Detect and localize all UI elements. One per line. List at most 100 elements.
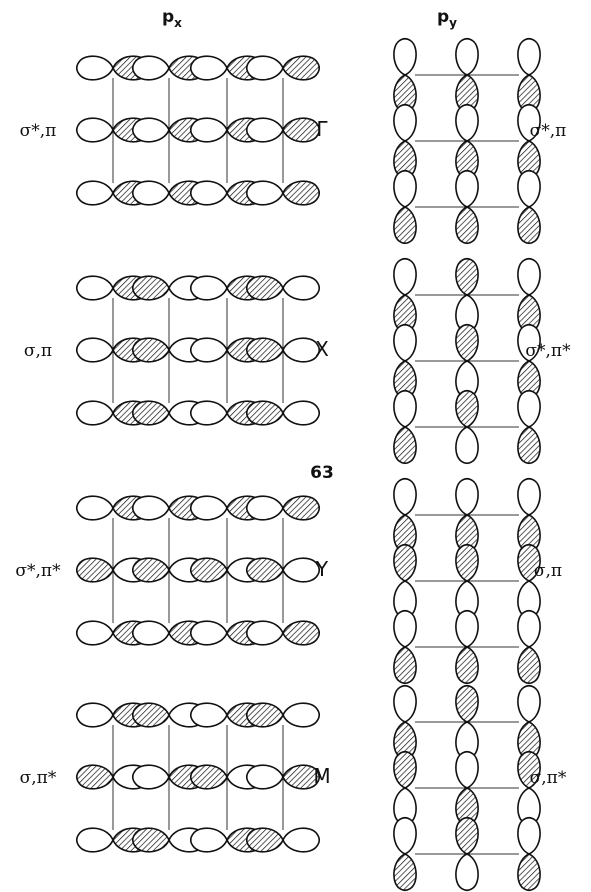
px-orbital-lobe xyxy=(189,117,228,143)
py-orbital-lobe xyxy=(393,37,417,76)
px-orbital-lobe xyxy=(282,400,321,426)
py-orbital-lobe xyxy=(393,206,417,245)
px-orbital-lobe xyxy=(131,275,170,301)
px-orbital-lobe xyxy=(245,55,284,81)
px-character-label: σ,π* xyxy=(20,768,57,788)
px-orbital-lobe xyxy=(245,764,284,790)
py-orbital-lobe xyxy=(517,609,541,648)
py-orbital-lobe xyxy=(393,103,417,142)
px-orbital-lobe xyxy=(245,702,284,728)
py-orbital-lobe xyxy=(393,684,417,723)
px-orbital-lobe xyxy=(131,620,170,646)
px-orbital-lobe xyxy=(189,275,228,301)
py-orbital-lobe xyxy=(393,477,417,516)
py-character-label: σ,π xyxy=(534,561,562,581)
py-orbital-lobe xyxy=(455,684,479,723)
px-orbital-lobe xyxy=(131,117,170,143)
px-orbital-lobe xyxy=(189,180,228,206)
px-orbital-lobe xyxy=(75,495,114,521)
px-orbital-lobe xyxy=(75,557,114,583)
px-orbital-lobe xyxy=(131,180,170,206)
py-orbital-lobe xyxy=(517,37,541,76)
px-orbital-lobe xyxy=(189,337,228,363)
py-orbital-lobe xyxy=(455,853,479,892)
px-orbital-lobe xyxy=(282,275,321,301)
py-orbital-lobe xyxy=(517,389,541,428)
px-orbital-lobe xyxy=(131,827,170,853)
py-header: py xyxy=(437,7,457,30)
py-orbital-lobe xyxy=(455,750,479,789)
py-orbital-lobe xyxy=(455,37,479,76)
figure-number: 63 xyxy=(310,463,334,483)
px-orbital-lobe xyxy=(131,557,170,583)
px-character-label: σ*,π* xyxy=(15,561,61,581)
py-character-label: σ,π* xyxy=(530,768,567,788)
kpoint-label: Y xyxy=(315,557,329,581)
px-orbital-lobe xyxy=(131,400,170,426)
px-orbital-lobe xyxy=(282,337,321,363)
px-orbital-lobe xyxy=(245,827,284,853)
px-header: px xyxy=(162,7,182,30)
px-character-label: σ,π xyxy=(24,341,52,361)
px-orbital-lobe xyxy=(75,620,114,646)
px-orbital-lobe xyxy=(189,827,228,853)
px-orbital-lobe xyxy=(245,400,284,426)
py-orbital-lobe xyxy=(393,646,417,685)
px-orbital-lobe xyxy=(75,117,114,143)
px-orbital-lobe xyxy=(282,55,321,81)
py-orbital-lobe xyxy=(517,257,541,296)
py-orbital-lobe xyxy=(393,323,417,362)
py-orbital-lobe xyxy=(517,543,541,582)
px-orbital-lobe xyxy=(245,275,284,301)
py-character-label: σ*,π* xyxy=(525,341,571,361)
px-orbital-lobe xyxy=(131,495,170,521)
py-orbital-lobe xyxy=(517,750,541,789)
px-orbital-lobe xyxy=(75,180,114,206)
py-orbital-lobe xyxy=(517,853,541,892)
px-orbital-lobe xyxy=(189,557,228,583)
py-orbital-lobe xyxy=(517,646,541,685)
px-header-subscript: x xyxy=(174,16,182,30)
px-orbital-lobe xyxy=(245,337,284,363)
py-orbital-lobe xyxy=(517,426,541,465)
kpoint-label: Γ xyxy=(316,117,328,141)
px-orbital-lobe xyxy=(282,620,321,646)
px-orbital-lobe xyxy=(189,620,228,646)
px-character-label: σ*,π xyxy=(20,121,57,141)
py-header-subscript: y xyxy=(449,16,457,30)
py-orbital-lobe xyxy=(393,257,417,296)
py-orbital-lobe xyxy=(393,543,417,582)
px-orbital-lobe xyxy=(75,275,114,301)
py-orbital-lobe xyxy=(455,816,479,855)
px-orbital-lobe xyxy=(131,55,170,81)
py-orbital-lobe xyxy=(455,543,479,582)
px-orbital-lobe xyxy=(131,702,170,728)
px-lattice xyxy=(75,495,321,646)
py-orbital-lobe xyxy=(455,257,479,296)
px-orbital-lobe xyxy=(282,495,321,521)
py-lattice xyxy=(393,684,541,892)
px-orbital-lobe xyxy=(75,702,114,728)
px-orbital-lobe xyxy=(245,180,284,206)
kpoint-label: X xyxy=(315,337,329,361)
py-orbital-lobe xyxy=(393,389,417,428)
px-orbital-lobe xyxy=(189,495,228,521)
px-orbital-lobe xyxy=(245,495,284,521)
px-orbital-lobe xyxy=(131,764,170,790)
px-orbital-lobe xyxy=(189,55,228,81)
py-orbital-lobe xyxy=(517,206,541,245)
px-orbital-lobe xyxy=(75,827,114,853)
py-orbital-lobe xyxy=(455,206,479,245)
py-orbital-lobe xyxy=(455,103,479,142)
py-orbital-lobe xyxy=(455,609,479,648)
py-lattice xyxy=(393,477,541,685)
px-orbital-lobe xyxy=(282,827,321,853)
px-orbital-lobe xyxy=(245,620,284,646)
py-character-label: σ*,π xyxy=(530,121,567,141)
px-orbital-lobe xyxy=(189,764,228,790)
py-orbital-lobe xyxy=(455,477,479,516)
